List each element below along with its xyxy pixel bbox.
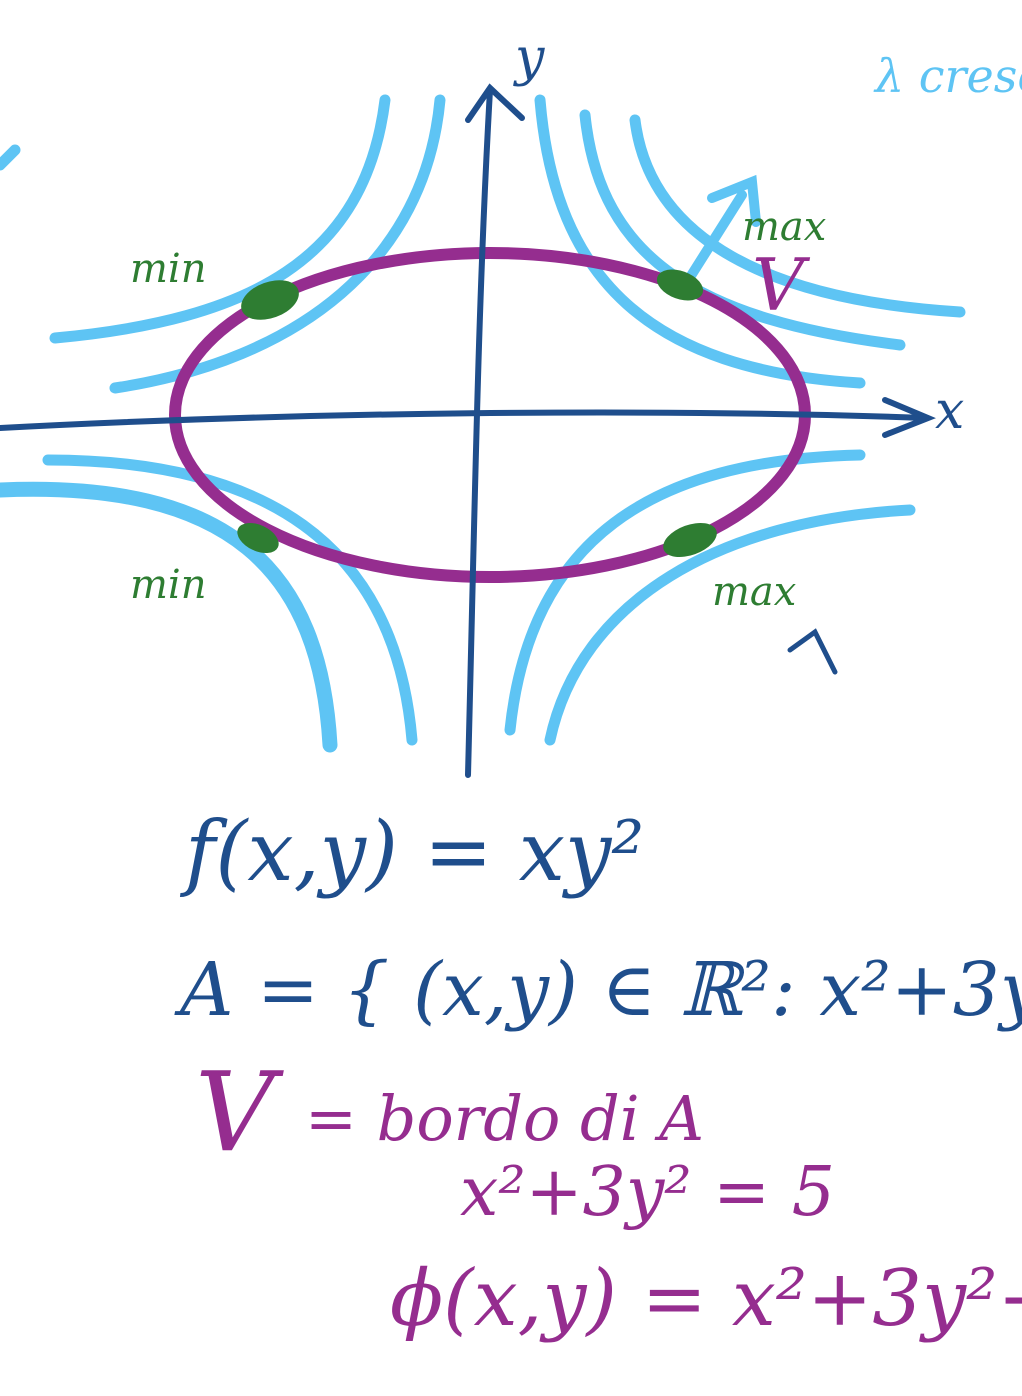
level-curve-edge (0, 144, 21, 171)
formula-f: f(x,y) = xy² (179, 805, 644, 900)
formula-phi: ϕ(x,y) = x²+3y²−5 (390, 1254, 1022, 1344)
formula-v-def: = bordo di A (305, 1082, 704, 1155)
level-curve-tl-2 (109, 94, 446, 394)
level-curve-tr-3 (629, 114, 966, 318)
label-min-top-left: min (130, 246, 206, 292)
label-max-top-right: max (742, 204, 826, 250)
level-curve-br-2 (544, 504, 916, 746)
y-axis-arrow (465, 83, 525, 123)
level-curve-br-1 (504, 449, 866, 736)
axes (0, 83, 936, 778)
point-max-top-right (656, 269, 704, 301)
point-min-top-left (241, 280, 299, 320)
level-curve-bl-2 (0, 481, 338, 753)
tangency-points (237, 269, 717, 558)
point-max-bottom-right (663, 522, 717, 558)
y-axis-label: y (513, 28, 545, 88)
level-curve-tl-1 (49, 94, 391, 344)
label-max-bottom-right: max (712, 569, 796, 615)
label-min-bottom-left: min (130, 562, 206, 608)
lambda-cresce-note: λ cresce (873, 49, 1022, 103)
level-curve-tr-1 (534, 94, 866, 389)
formula-v-symbol: V (195, 1048, 284, 1176)
x-axis-line (0, 409, 928, 431)
boundary-v-marker: V (752, 243, 811, 327)
gradient-arrow (677, 174, 761, 295)
formulas: f(x,y) = xy² A = { (x,y) ∈ ℝ²: x²+3y² ≤ … (174, 805, 1022, 1344)
formula-set-a: A = { (x,y) ∈ ℝ²: x²+3y² ≤ 5 } (174, 947, 1022, 1033)
y-axis-line (465, 87, 493, 778)
level-curve-bl-1 (42, 454, 418, 746)
caret-mark (787, 628, 838, 675)
x-axis-arrow (882, 397, 936, 438)
x-axis-label: x (935, 381, 964, 441)
formula-v-equation: x²+3y² = 5 (460, 1153, 835, 1232)
point-min-bottom-left (237, 522, 279, 554)
